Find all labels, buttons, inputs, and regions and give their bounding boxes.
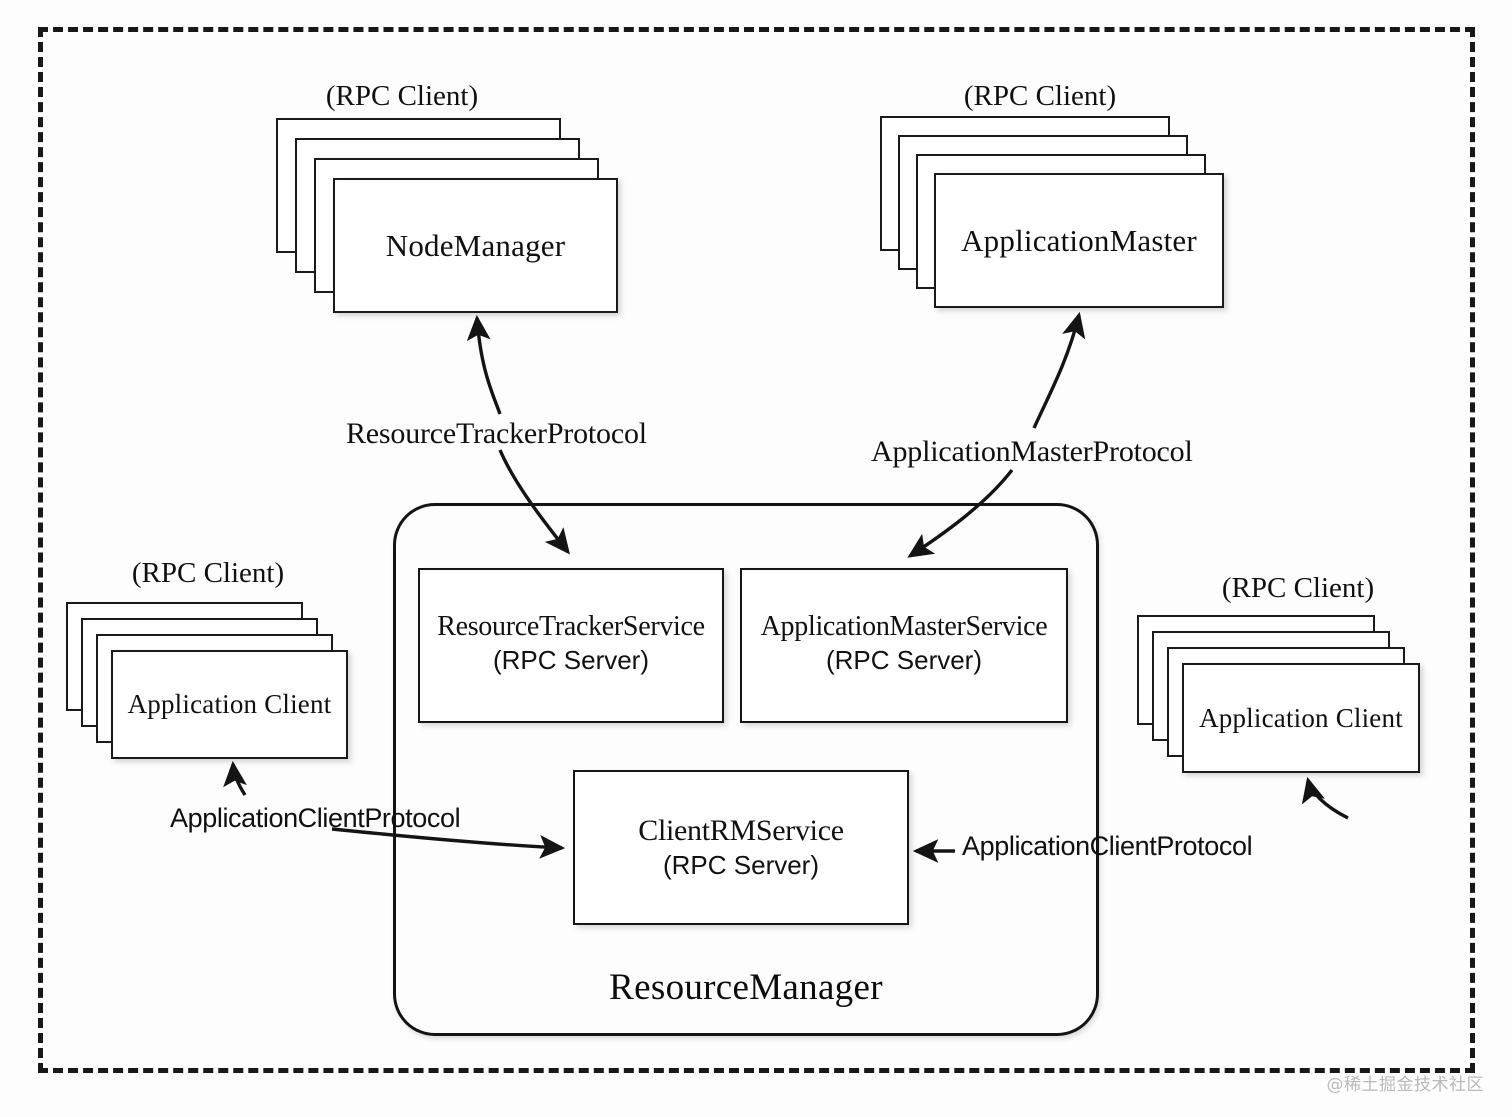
application-client-right-stack: Application Client [1137, 615, 1437, 787]
application-client-right-box[interactable]: Application Client [1182, 663, 1420, 773]
application-client-left-box[interactable]: Application Client [111, 650, 348, 759]
application-client-protocol-label-left: ApplicationClientProtocol [170, 803, 461, 833]
application-master-protocol-label: ApplicationMasterProtocol [871, 435, 1193, 468]
application-master-box[interactable]: ApplicationMaster [934, 173, 1224, 308]
application-client-left-label: Application Client [127, 689, 332, 719]
node-manager-label: NodeManager [385, 227, 566, 263]
watermark: @稀土掘金技术社区 [1326, 1075, 1484, 1095]
application-client-right-rpc-client-tag: (RPC Client) [1221, 572, 1375, 604]
application-master-stack: ApplicationMaster [880, 116, 1250, 311]
cluster-boundary [38, 27, 1475, 1073]
application-master-rpc-client-tag: (RPC Client) [963, 80, 1117, 112]
application-master-service-box[interactable]: ApplicationMasterService (RPC Server) [740, 568, 1068, 723]
resource-tracker-protocol-label: ResourceTrackerProtocol [346, 417, 647, 450]
client-rm-service-role: (RPC Server) [662, 850, 819, 881]
application-client-left-stack: Application Client [66, 602, 366, 772]
application-client-protocol-label-right: ApplicationClientProtocol [962, 831, 1253, 861]
application-client-right-label: Application Client [1199, 702, 1403, 733]
application-master-service-name: ApplicationMasterService [760, 611, 1048, 642]
client-rm-service-name: ClientRMService [638, 814, 844, 847]
resource-tracker-service-name: ResourceTrackerService [437, 611, 705, 642]
node-manager-stack: NodeManager [276, 118, 618, 313]
resource-manager-label: ResourceManager [609, 967, 883, 1008]
client-rm-service-box[interactable]: ClientRMService (RPC Server) [573, 770, 909, 925]
resource-tracker-service-role: (RPC Server) [492, 645, 649, 676]
application-master-service-role: (RPC Server) [825, 645, 982, 676]
application-master-label: ApplicationMaster [961, 222, 1197, 258]
node-manager-rpc-client-tag: (RPC Client) [325, 80, 479, 112]
resource-manager-container [393, 503, 1099, 1036]
resource-tracker-service-box[interactable]: ResourceTrackerService (RPC Server) [418, 568, 724, 723]
application-client-left-rpc-client-tag: (RPC Client) [131, 557, 285, 589]
node-manager-box[interactable]: NodeManager [333, 178, 618, 313]
